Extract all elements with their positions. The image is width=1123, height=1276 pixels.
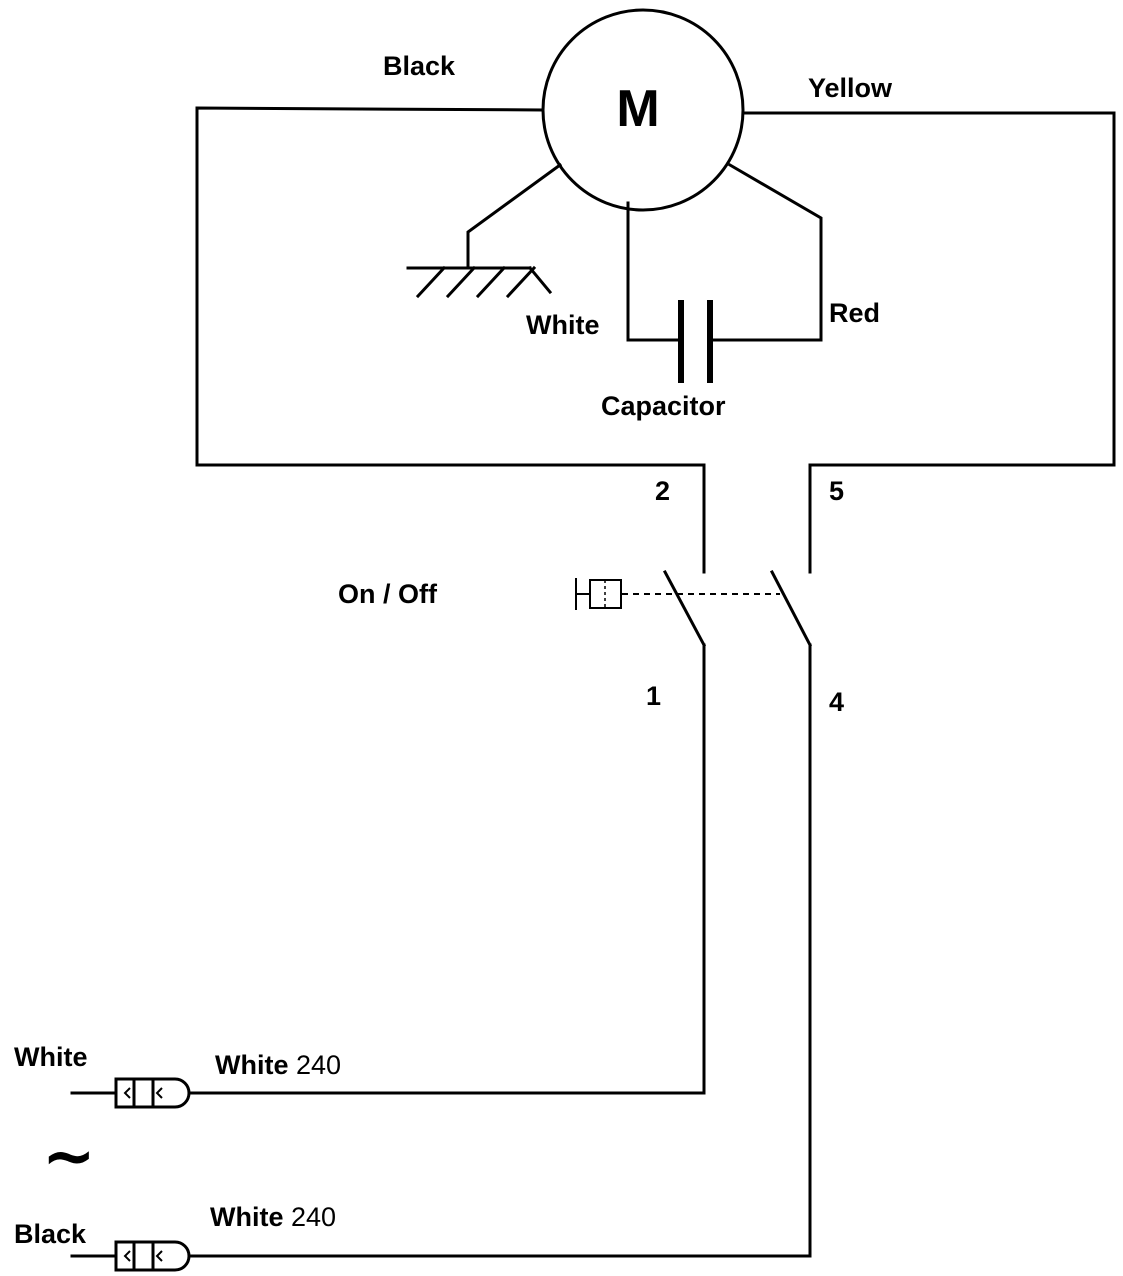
terminal-4: 4 (829, 687, 844, 717)
line-2-color: White (210, 1202, 284, 1232)
black-wire (195, 106, 706, 574)
label-switch: On / Off (338, 579, 438, 609)
red-wire (708, 162, 823, 342)
capacitor-symbol (678, 300, 713, 383)
label-yellow-wire: Yellow (808, 73, 893, 103)
line-1-voltage: 240 (296, 1050, 341, 1080)
label-line-2: White 240 (210, 1202, 336, 1232)
switch-contact-right (769, 569, 813, 648)
ground-wire (466, 162, 563, 270)
label-white-wire: White (526, 310, 600, 340)
label-plug-black: Black (14, 1219, 87, 1249)
yellow-wire (741, 111, 1116, 574)
switch-contact-left (662, 569, 707, 648)
motor: M (541, 8, 745, 212)
plug-connector-icon (70, 1240, 191, 1272)
label-capacitor: Capacitor (601, 391, 726, 421)
ac-symbol: ~ (42, 1120, 96, 1194)
label-line-1: White 240 (215, 1050, 341, 1080)
label-plug-white: White (14, 1042, 88, 1072)
plug-connector-icon (70, 1077, 191, 1109)
line-1-color: White (215, 1050, 289, 1080)
terminal-5: 5 (829, 476, 844, 506)
white-wire (626, 201, 683, 342)
line-1-wire (188, 643, 706, 1095)
line-4-wire (188, 643, 812, 1258)
ground-symbol (406, 265, 553, 299)
label-red-wire: Red (829, 298, 880, 328)
terminal-1: 1 (646, 681, 661, 711)
motor-symbol: M (616, 80, 659, 138)
terminal-2: 2 (655, 476, 670, 506)
line-2-voltage: 240 (291, 1202, 336, 1232)
label-black-wire: Black (383, 51, 456, 81)
switch-actuator-icon (575, 578, 622, 610)
